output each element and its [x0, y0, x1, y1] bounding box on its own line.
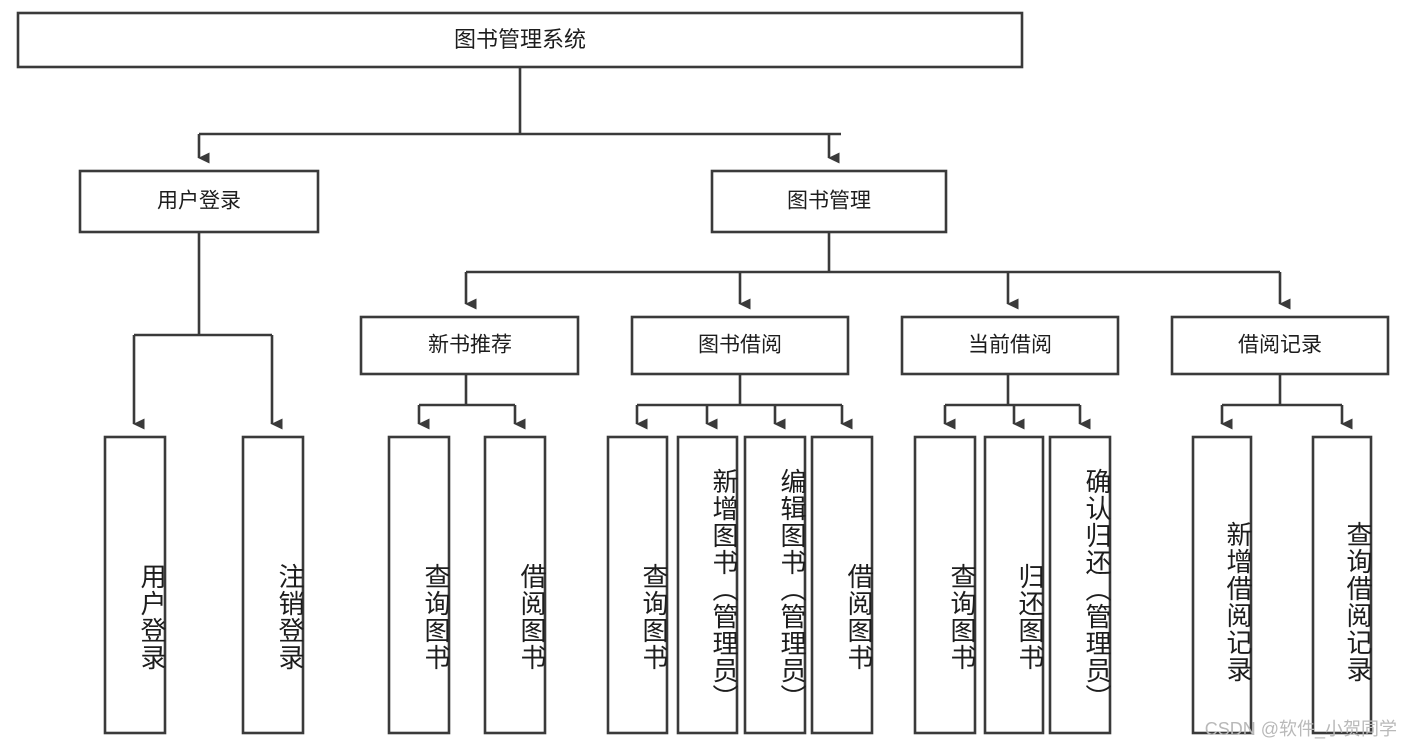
node-leaf-user-login-box[interactable]: [103, 435, 167, 735]
node-book-borrow-box[interactable]: [630, 315, 850, 376]
node-root-label: 图书管理系统: [454, 27, 586, 52]
node-leaf-confirm-return-admin-box[interactable]: [1048, 435, 1112, 735]
node-leaf-borrow-book-recommend-box[interactable]: [483, 435, 547, 735]
edge-group-book-manage: [464, 232, 1291, 310]
node-root-box[interactable]: [16, 11, 1024, 69]
node-book-manage-label: 图书管理: [787, 190, 871, 213]
node-leaf-return-book-box[interactable]: [983, 435, 1045, 735]
node-borrow-record-label: 借阅记录: [1238, 334, 1322, 357]
node-leaf-edit-book-admin-box[interactable]: [743, 435, 807, 735]
node-current-borrow-label: 当前借阅: [968, 334, 1052, 357]
node-book-manage-box[interactable]: [710, 169, 948, 234]
node-leaf-query-borrow-record-box[interactable]: [1311, 435, 1373, 735]
node-book-borrow[interactable]: 图书借阅: [630, 315, 850, 376]
edge-group-current-borrow: [943, 374, 1091, 430]
node-user-login[interactable]: 用户登录: [78, 169, 320, 234]
node-leaf-add-borrow-record-box[interactable]: [1191, 435, 1253, 735]
edge-group-book-borrow: [635, 374, 853, 430]
node-book-manage[interactable]: 图书管理: [710, 169, 948, 234]
node-current-borrow[interactable]: 当前借阅: [900, 315, 1120, 376]
node-user-login-box[interactable]: [78, 169, 320, 234]
node-leaf-borrow-book-box[interactable]: [810, 435, 874, 735]
csdn-watermark: CSDN @软件_小贺同学: [1204, 719, 1397, 739]
edge-group-user-login: [132, 232, 283, 430]
node-borrow-record[interactable]: 借阅记录: [1170, 315, 1390, 376]
node-new-book-recommend[interactable]: 新书推荐: [359, 315, 580, 376]
edge-group-borrow-record: [1220, 374, 1353, 430]
node-leaf-user-logout-box[interactable]: [241, 435, 305, 735]
node-current-borrow-box[interactable]: [900, 315, 1120, 376]
leaf-box-group: [103, 435, 1373, 735]
edge-group-new-book-recommend: [417, 374, 526, 430]
edge-group-root: [197, 67, 841, 164]
node-leaf-query-book-current-box[interactable]: [913, 435, 977, 735]
node-leaf-query-book-recommend-box[interactable]: [387, 435, 451, 735]
node-user-login-label: 用户登录: [157, 190, 241, 213]
node-new-book-recommend-box[interactable]: [359, 315, 580, 376]
node-borrow-record-box[interactable]: [1170, 315, 1390, 376]
node-new-book-recommend-label: 新书推荐: [428, 334, 512, 357]
node-leaf-add-book-admin-box[interactable]: [676, 435, 739, 735]
node-root[interactable]: 图书管理系统: [16, 11, 1024, 69]
node-book-borrow-label: 图书借阅: [698, 334, 782, 357]
node-leaf-query-book-box[interactable]: [606, 435, 669, 735]
